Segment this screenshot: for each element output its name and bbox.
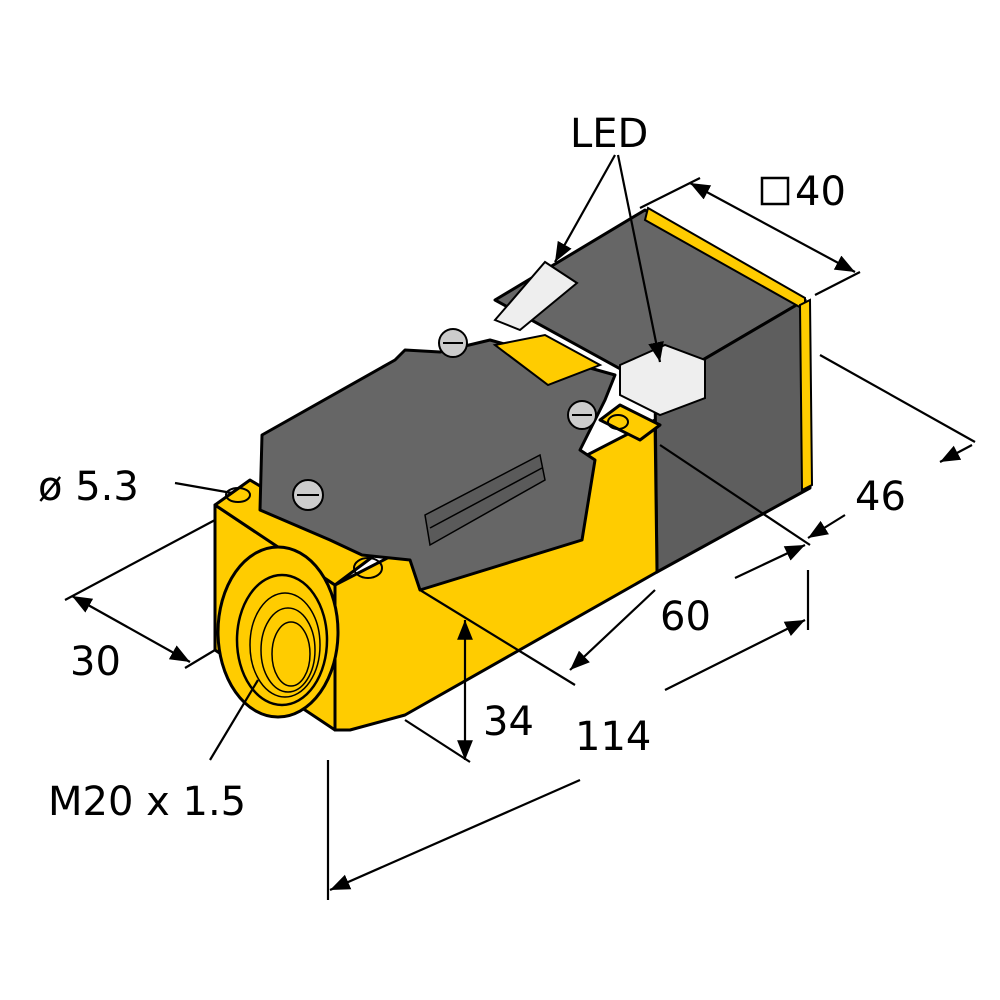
mounting-hole <box>225 487 251 503</box>
dim-40-label: 40 <box>795 169 846 215</box>
mounting-hole <box>607 414 629 430</box>
dimension-lines <box>64 154 976 900</box>
led-label: LED <box>570 111 648 157</box>
screw <box>567 400 597 430</box>
dim-34-label: 34 <box>483 699 534 745</box>
dim-60-label: 60 <box>660 594 711 640</box>
led-front <box>619 343 706 417</box>
hole-diameter-label: ø 5.3 <box>38 464 139 510</box>
dim-46-label: 46 <box>855 474 906 520</box>
thread-opening <box>216 545 340 719</box>
dim-30-label: 30 <box>70 639 121 685</box>
terminal-cover <box>258 333 617 592</box>
screw <box>438 328 468 358</box>
thread-label: M20 x 1.5 <box>48 779 246 825</box>
screw <box>292 479 324 511</box>
mounting-hole <box>353 557 383 579</box>
led-top <box>493 260 579 332</box>
square-symbol-icon <box>760 176 790 206</box>
led-window <box>492 333 603 387</box>
dim-114-label: 114 <box>575 714 651 760</box>
